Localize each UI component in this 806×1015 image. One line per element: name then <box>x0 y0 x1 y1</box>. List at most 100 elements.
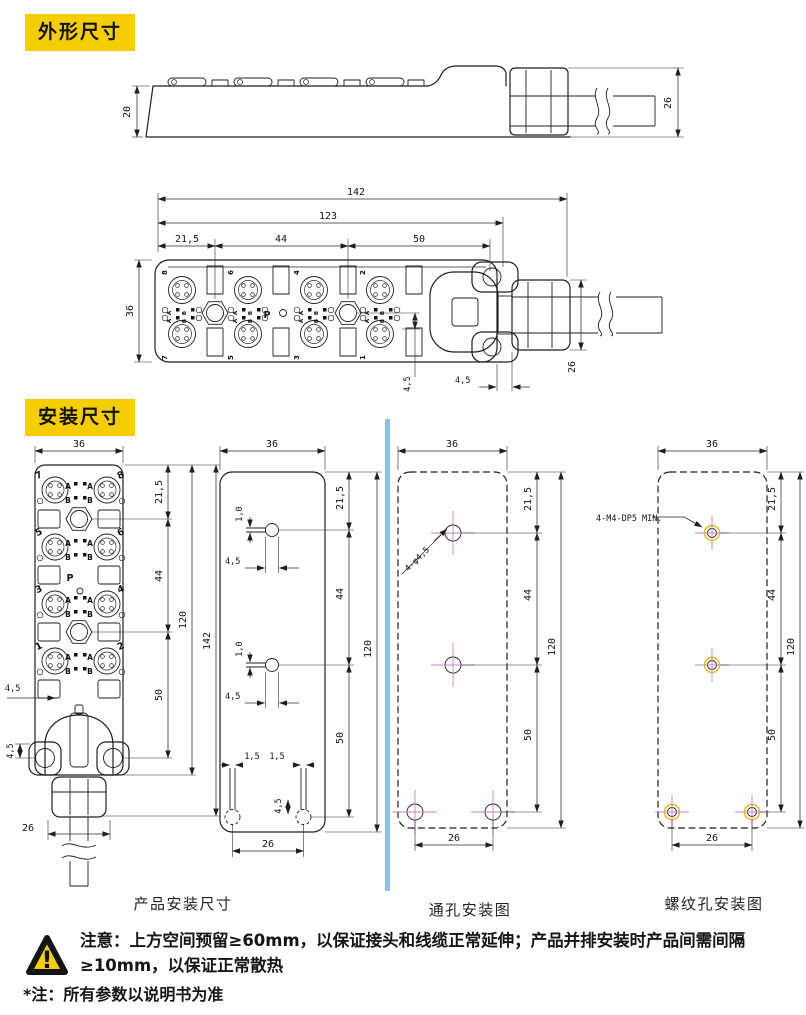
m8-connector <box>93 590 121 618</box>
dim-50: 50 <box>767 729 778 741</box>
port-number: 6 <box>227 270 235 275</box>
led-square <box>191 308 195 312</box>
mount-hex-top <box>65 507 93 531</box>
led-square <box>176 308 180 312</box>
led-square <box>74 482 78 486</box>
port-number: 1 <box>34 640 45 653</box>
connector-bump <box>299 77 339 87</box>
section-badge-install: 安装尺寸 <box>25 399 136 436</box>
latch-top <box>451 297 479 327</box>
through-view-dims: 21,5 44 50 120 26 <box>414 471 566 851</box>
port-number: 4 <box>116 583 127 596</box>
led-b-label: B <box>248 319 254 323</box>
dim-15a: 1,5 <box>244 752 259 762</box>
led-b-label: B <box>87 667 93 676</box>
led-a-label: A <box>87 482 93 491</box>
m8-connector <box>234 320 262 348</box>
dim-width: 36 <box>706 439 718 450</box>
led-a-label: A <box>87 596 93 605</box>
dim-15b: 1,5 <box>269 752 284 762</box>
led-a-label: A <box>167 318 173 323</box>
port-number: 8 <box>161 270 169 275</box>
keyhole-slot-1: 1,0 4,5 <box>225 506 299 573</box>
led-square <box>74 496 78 500</box>
threaded-view: 36 4-M4-DP5 MIN. 21,5 44 50 120 <box>596 439 804 851</box>
cable-gland <box>51 776 107 818</box>
dim-21: 21,5 <box>335 486 346 510</box>
dim-offset-h: 4,5 <box>455 376 470 386</box>
port-number: 2 <box>116 640 127 653</box>
side-view-outline <box>145 65 656 138</box>
led-square <box>83 596 87 600</box>
port-number: 5 <box>34 526 45 539</box>
hole-spec-label: 4-φ4,5 <box>403 545 432 574</box>
port-number: 3 <box>293 355 301 360</box>
cable-break-icon <box>61 843 97 848</box>
top-view-dims: 142 123 21,5 44 50 36 <box>125 187 587 392</box>
m8-connector <box>366 320 394 348</box>
cable-gland-top <box>511 279 571 351</box>
blank-bump <box>407 79 425 87</box>
screw-dot <box>171 79 177 85</box>
product-view-outline: P <box>28 464 130 887</box>
mount-hex-bottom <box>65 620 93 644</box>
footnote: *注：所有参数以说明书为准 <box>23 985 224 1004</box>
top-view: P <box>125 187 663 392</box>
led-square <box>74 610 78 614</box>
m8-connector <box>93 476 121 504</box>
m8-connector <box>41 590 69 618</box>
warning-text: 注意：上方空间预留≥60mm，以保证接头和线缆正常延伸；产品并排安装时产品间需间… <box>80 931 746 975</box>
led-square <box>374 316 378 320</box>
dim-side-gland: 26 <box>663 97 674 109</box>
led-a-label: A <box>65 653 71 662</box>
dim-21: 21,5 <box>154 480 165 504</box>
dim-45-side: 4,5 <box>5 684 20 694</box>
section-divider <box>385 419 390 891</box>
m8-connector <box>41 647 69 675</box>
top-view-outline: P <box>154 259 663 363</box>
m8-connector <box>168 320 196 348</box>
dim-gland: 26 <box>567 361 578 373</box>
cable-break-icon <box>594 87 600 135</box>
dim-side-height: 20 <box>122 106 133 118</box>
led-b-label: B <box>87 553 93 562</box>
dim-to-gland: 123 <box>319 211 337 222</box>
m8-connector <box>366 276 394 304</box>
led-b-label: B <box>65 496 71 505</box>
warning-note: 注意：上方空间预留≥60mm，以保证接头和线缆正常延伸；产品并排安装时产品间需间… <box>24 928 794 978</box>
led-b-label: B <box>65 553 71 562</box>
led-a-label: A <box>65 539 71 548</box>
dim-44: 44 <box>767 589 778 601</box>
connector-bump <box>167 77 207 87</box>
dim-50: 50 <box>523 729 534 741</box>
mount-hex-right <box>334 301 362 325</box>
led-square <box>242 316 246 320</box>
led-square <box>191 316 195 320</box>
dim-26: 26 <box>448 833 460 844</box>
m8-connector <box>168 276 196 304</box>
m8-connector <box>93 647 121 675</box>
dim-26: 26 <box>262 839 274 850</box>
m8-connector <box>300 320 328 348</box>
led-b-label: B <box>182 319 188 323</box>
led-a-label: A <box>365 310 371 315</box>
top-view-body <box>154 259 498 363</box>
connector-bump <box>365 77 405 87</box>
led-square <box>308 308 312 312</box>
dim-width: 36 <box>266 439 278 450</box>
cable-break-icon <box>597 291 603 337</box>
svg-text:!: ! <box>42 946 53 974</box>
caption-through-view: 通孔安装图 <box>428 901 512 919</box>
led-square <box>74 539 78 543</box>
section-badge-outline: 外形尺寸 <box>25 14 136 51</box>
caption-threaded-view: 螺纹孔安装图 <box>664 895 764 913</box>
m8-connector <box>300 276 328 304</box>
port-number: 8 <box>116 469 127 482</box>
led-b-label: B <box>380 319 386 323</box>
through-view: 36 4-φ4,5 21,5 44 50 120 <box>393 439 566 851</box>
led-square <box>74 553 78 557</box>
led-square <box>389 316 393 320</box>
dim-44: 44 <box>154 570 165 582</box>
